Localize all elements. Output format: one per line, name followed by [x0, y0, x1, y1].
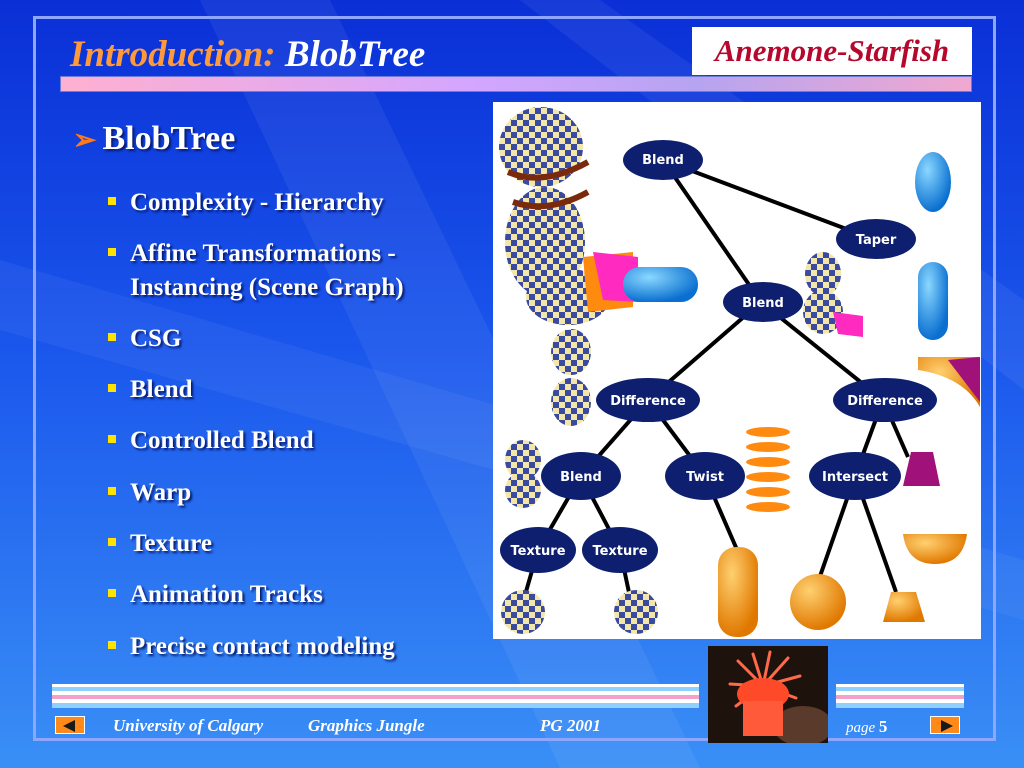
list-item: Blend: [108, 373, 193, 407]
left-arrow-icon: [63, 720, 75, 732]
topic-label: Anemone-Starfish: [714, 33, 950, 68]
node-twist: Twist: [665, 452, 745, 500]
anemone-photo: [708, 646, 828, 743]
footer-stripe-left: [52, 684, 699, 708]
svg-text:Difference: Difference: [610, 394, 686, 409]
node-blend-low: Blend: [541, 452, 621, 500]
list-item: Texture: [108, 527, 212, 561]
svg-text:Texture: Texture: [592, 544, 647, 559]
footer-event: PG 2001: [540, 716, 601, 735]
previous-slide-button[interactable]: [55, 716, 85, 734]
title-prefix: Introduction:: [70, 34, 276, 75]
page-number: 5: [878, 717, 888, 736]
list-item: CSG: [108, 322, 181, 356]
list-item: Affine Transformations -: [108, 237, 396, 271]
node-blend-root: Blend: [623, 140, 703, 180]
slide-title: Introduction: BlobTree: [70, 33, 425, 76]
svg-text:Blend: Blend: [642, 153, 684, 168]
node-taper: Taper: [836, 219, 916, 259]
svg-text:Intersect: Intersect: [822, 470, 888, 485]
node-texture-1: Texture: [500, 527, 576, 573]
title-main: BlobTree: [284, 34, 426, 75]
blobtree-diagram: Blend Taper Blend Difference Difference …: [493, 102, 981, 639]
square-bullet-icon: [108, 435, 116, 444]
slide-frame: [33, 16, 996, 741]
node-intersect: Intersect: [809, 452, 901, 500]
footer-institution: University of Calgary: [113, 716, 264, 735]
square-bullet-icon: [108, 197, 116, 206]
node-difference-right: Difference: [833, 378, 937, 422]
list-item-continuation: Instancing (Scene Graph): [130, 274, 404, 301]
list-item: Animation Tracks: [108, 578, 323, 612]
page-label: page: [846, 720, 876, 736]
node-blend-mid: Blend: [723, 282, 803, 322]
square-bullet-icon: [108, 384, 116, 393]
topic-label-box: Anemone-Starfish: [692, 27, 972, 75]
footer-lab: Graphics Jungle: [308, 716, 425, 735]
main-bullet: ➢BlobTree: [73, 120, 235, 158]
svg-text:Texture: Texture: [510, 544, 565, 559]
svg-text:Blend: Blend: [560, 470, 602, 485]
square-bullet-icon: [108, 248, 116, 257]
right-arrow-icon: [941, 720, 953, 732]
square-bullet-icon: [108, 333, 116, 342]
svg-text:Blend: Blend: [742, 296, 784, 311]
list-item: Precise contact modeling: [108, 630, 395, 664]
square-bullet-icon: [108, 641, 116, 650]
node-texture-2: Texture: [582, 527, 658, 573]
list-item: Warp: [108, 476, 191, 510]
arrow-bullet-icon: ➢: [73, 125, 97, 156]
square-bullet-icon: [108, 538, 116, 547]
node-difference-left: Difference: [596, 378, 700, 422]
svg-text:Difference: Difference: [847, 394, 923, 409]
list-item: Controlled Blend: [108, 424, 314, 458]
main-bullet-text: BlobTree: [102, 120, 236, 157]
square-bullet-icon: [108, 589, 116, 598]
title-divider-bar: [60, 76, 972, 92]
square-bullet-icon: [108, 487, 116, 496]
page-indicator: page 5: [846, 717, 887, 737]
footer-stripe-right: [836, 684, 964, 708]
blob-shape-illustrations: [499, 107, 980, 637]
svg-text:Twist: Twist: [686, 470, 724, 485]
svg-text:Taper: Taper: [856, 233, 897, 248]
list-item: Complexity - Hierarchy: [108, 186, 384, 220]
next-slide-button[interactable]: [930, 716, 960, 734]
